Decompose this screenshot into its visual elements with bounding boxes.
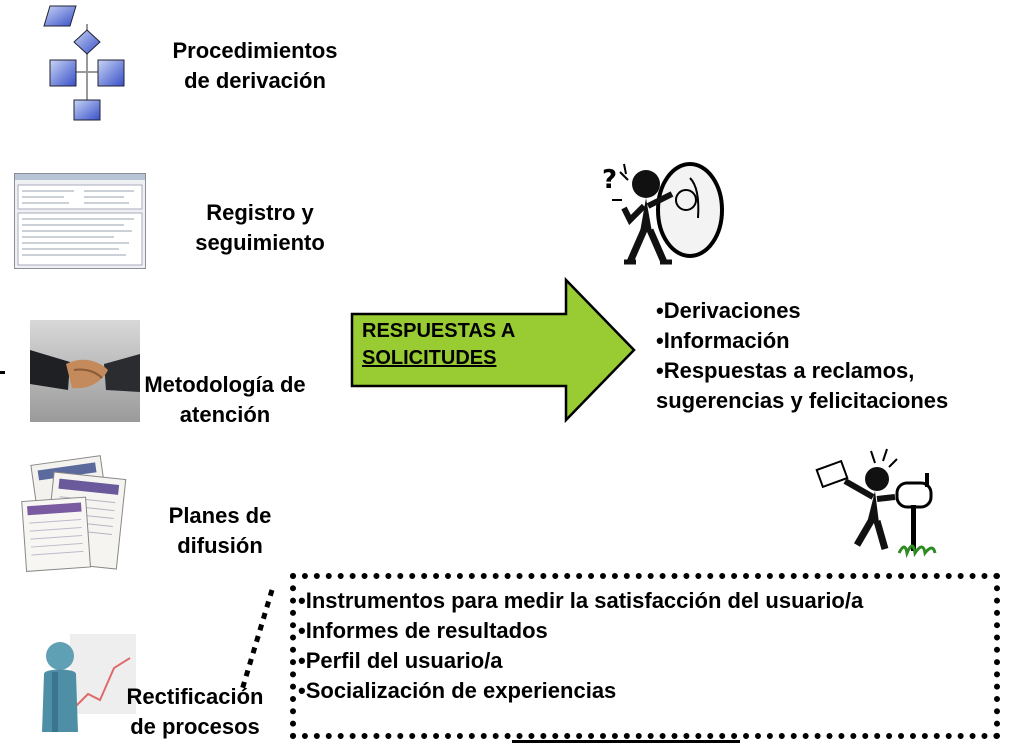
item-rectificacion-line2: de procesos	[130, 714, 260, 739]
evaluation-item: •Perfil del usuario/a	[298, 648, 503, 673]
responses-list: •Derivaciones •Información •Respuestas a…	[656, 296, 948, 416]
item-registro: Registro y seguimiento	[160, 198, 360, 258]
item-procedimientos-line1: Procedimientos	[172, 38, 338, 63]
item-planes-line2: difusión	[177, 533, 263, 558]
evaluation-box	[290, 573, 1000, 739]
arrow-label-line2: SOLICITUDES	[362, 347, 497, 369]
dash-mark	[0, 371, 5, 374]
flowchart-icon	[43, 5, 125, 121]
item-rectificacion-line1: Rectificación	[126, 684, 264, 709]
spreadsheet-screenshot-icon	[14, 173, 146, 269]
item-metodologia: Metodología de atención	[115, 370, 335, 430]
svg-text:?: ?	[602, 165, 617, 195]
evaluation-item: •Instrumentos para medir la satisfacción…	[298, 588, 864, 613]
mailbox-figure-icon	[815, 448, 937, 559]
evaluation-item: •Socialización de experiencias	[298, 678, 617, 703]
item-metodologia-line1: Metodología de	[144, 372, 306, 397]
response-item: •Información	[656, 328, 790, 353]
item-planes: Planes de difusión	[140, 501, 300, 561]
handshake-icon	[30, 320, 140, 422]
evaluation-item: •Informes de resultados	[298, 618, 548, 643]
item-metodologia-line2: atención	[179, 402, 271, 427]
dotted-connector	[239, 589, 275, 691]
newspaper-icon	[21, 455, 127, 572]
arrow-label-line1: RESPUESTAS A	[362, 320, 516, 342]
response-item: sugerencias y felicitaciones	[656, 388, 949, 413]
item-procedimientos: Procedimientos de derivación	[150, 36, 360, 96]
arrow-label: RESPUESTAS A SOLICITUDES	[362, 318, 515, 372]
bottom-rule	[512, 740, 740, 743]
phone-figure-icon: ?	[602, 162, 724, 265]
evaluation-list: •Instrumentos para medir la satisfacción…	[298, 586, 863, 706]
item-rectificacion: Rectificación de procesos	[110, 682, 280, 742]
response-item: •Respuestas a reclamos,	[656, 358, 915, 383]
response-item: •Derivaciones	[656, 298, 801, 323]
item-registro-line1: Registro y	[206, 200, 314, 225]
item-planes-line1: Planes de	[168, 503, 272, 528]
response-arrow	[350, 276, 636, 424]
person-chart-icon	[42, 634, 136, 732]
item-registro-line2: seguimiento	[195, 230, 325, 255]
item-procedimientos-line2: de derivación	[184, 68, 326, 93]
